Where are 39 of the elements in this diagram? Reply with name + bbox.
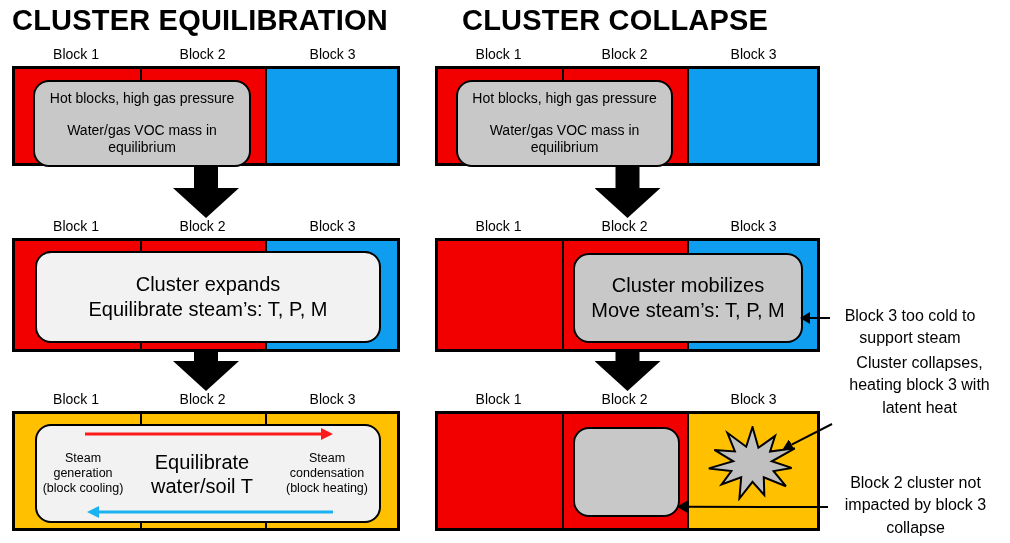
block-label: Block 2	[601, 218, 648, 234]
cluster-text: Equilibrate water/soil T	[150, 449, 254, 498]
process-text: Steam generation (block cooling)	[41, 451, 125, 496]
cluster-text: Water/gas VOC mass in equilibrium	[488, 121, 641, 157]
block-label: Block 3	[309, 218, 356, 234]
block-label: Block 1	[475, 46, 522, 62]
block-label: Block 3	[730, 391, 777, 407]
cluster-text: Equilibrate steam’s: T, P, M	[88, 297, 328, 322]
cluster-text: Move steam’s: T, P, M	[591, 298, 785, 323]
block-label: Block 1	[53, 391, 99, 407]
callout-text: Block 2 cluster not impacted by block 3 collapse	[828, 472, 1003, 542]
cluster-box	[33, 80, 251, 167]
block-label: Block 1	[475, 391, 522, 407]
block-label: Block 3	[730, 218, 777, 234]
block-label: Block 2	[601, 391, 648, 407]
cluster-box	[35, 251, 381, 343]
block-label: Block 3	[309, 391, 356, 407]
heading: CLUSTER EQUILIBRATION	[12, 4, 388, 37]
cluster-text: Cluster expands	[135, 272, 281, 297]
cluster-box	[35, 424, 381, 523]
block-label: Block 1	[53, 46, 99, 62]
cluster-text: Water/gas VOC mass in equilibrium	[66, 121, 218, 157]
cluster-text: Hot blocks, high gas pressure	[472, 90, 657, 108]
block-label: Block 1	[53, 218, 99, 234]
block-label: Block 2	[179, 46, 226, 62]
cluster-box	[573, 253, 803, 343]
heading: CLUSTER COLLAPSE	[462, 4, 769, 37]
cluster-box	[456, 80, 673, 167]
block-label: Block 2	[179, 218, 226, 234]
process-text: Steam condensation (block heating)	[285, 451, 369, 496]
cluster-text: Cluster mobilizes	[611, 273, 765, 298]
callout-text: Block 3 too cold to support steam	[830, 305, 990, 353]
block-label: Block 1	[475, 218, 522, 234]
block-label: Block 2	[601, 46, 648, 62]
cluster-text: Hot blocks, high gas pressure	[49, 90, 235, 108]
block-label: Block 3	[309, 46, 356, 62]
block-label: Block 3	[730, 46, 777, 62]
callout-text: Cluster collapses, heating block 3 with latent heat	[832, 352, 1007, 442]
block-label: Block 2	[179, 391, 226, 407]
